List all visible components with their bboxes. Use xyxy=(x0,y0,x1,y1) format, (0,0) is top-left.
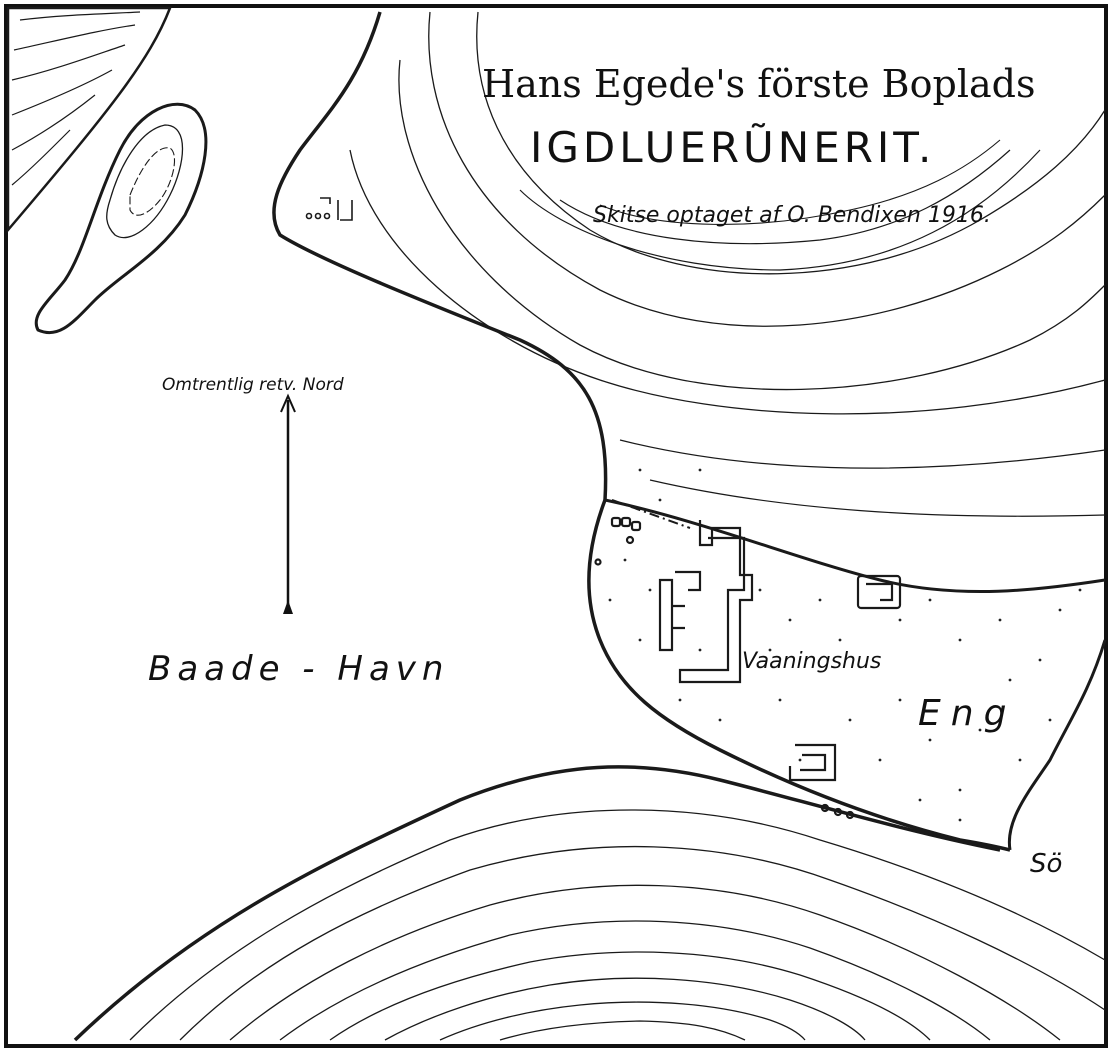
north-arrow xyxy=(280,393,296,614)
small-ruin-east xyxy=(856,574,902,610)
map-credit: Skitse optaget af O. Bendixen 1916. xyxy=(593,203,991,228)
label-harbour: Baade - Havn xyxy=(148,649,449,689)
map-subtitle: IGDLUERŨNERIT. xyxy=(530,122,935,172)
island xyxy=(34,102,208,335)
north-label: Omtrentlig retv. Nord xyxy=(162,375,344,395)
label-lake: Sö xyxy=(1030,849,1062,879)
headland-ruins xyxy=(305,197,353,221)
label-house: Vaaningshus xyxy=(742,649,881,674)
land-top-left xyxy=(6,6,172,234)
map-frame xyxy=(4,4,1108,1048)
label-meadow: Eng xyxy=(918,693,1016,734)
map-title: Hans Egede's förste Boplads xyxy=(482,62,1035,106)
south-hill xyxy=(73,765,1106,1042)
north-headland xyxy=(272,11,1106,594)
meadow-stipple xyxy=(608,468,1082,822)
farmhouse-ruins xyxy=(594,516,754,684)
